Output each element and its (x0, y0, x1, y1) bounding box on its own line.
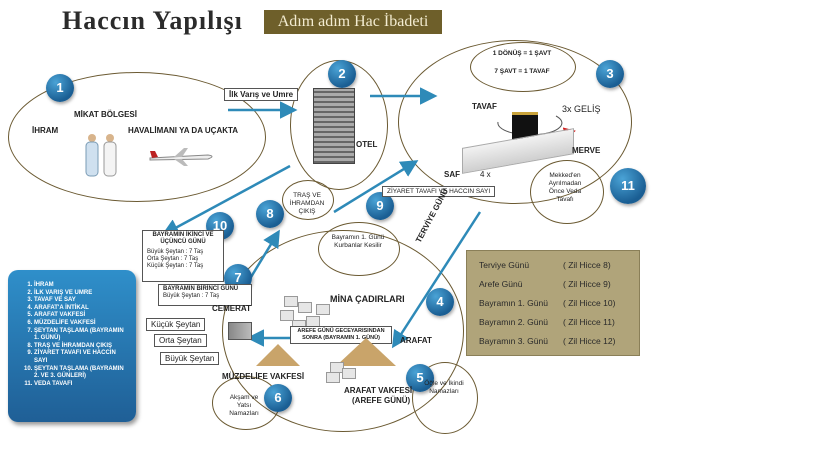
saf-label: SAF (444, 170, 460, 179)
arrow-tiras-mekke (333, 160, 419, 214)
page-title: Haccın Yapılışı (62, 6, 243, 35)
kurban-text: Bayramın 1. Günü Kurbanlar Kesilir (331, 234, 385, 249)
tiras-text: TRAŞ VE İHRAMDAN ÇIKIŞ (289, 192, 325, 215)
ogle-text: Öğle ve İkindi Namazları (424, 380, 464, 395)
step-3-circle: 3 (596, 60, 624, 88)
birinci-line: Büyük Şeytan : 7 Taş (163, 293, 220, 299)
ikinci-ucuncu-box: BAYRAMIN İKİNCİ VE ÜÇÜNCÜ GÜNÜ Büyük Şey… (142, 230, 224, 282)
date-value: ( Zil Hicce 8) (563, 260, 611, 270)
legend-list: İHRAM İLK VARIŞ VE UMRE TAVAF VE SAY ARA… (8, 270, 136, 388)
date-row: Terviye Günü ( Zil Hicce 8) (479, 260, 611, 270)
muzdelife-mountain (256, 344, 300, 366)
muzdelife-label: MÜZDELİFE VAKFESİ (222, 372, 305, 381)
date-value: ( Zil Hicce 12) (563, 336, 616, 346)
date-value: ( Zil Hicce 9) (563, 279, 611, 289)
tent (280, 310, 294, 321)
pilgrims-image (82, 132, 122, 178)
date-row: Arefe Günü ( Zil Hicce 9) (479, 279, 611, 289)
havalimani-label: HAVALİMANI YA DA UÇAKTA (128, 126, 239, 135)
arafat-mountain (336, 338, 396, 366)
date-day: Terviye Günü (479, 260, 530, 270)
date-value: ( Zil Hicce 10) (563, 298, 616, 308)
legend-item: ZİYARET TAVAFI VE HACCIN SAYI (34, 350, 130, 365)
kucuk-seytan-box: Küçük Şeytan (146, 318, 206, 331)
dortx-label: 4 x (480, 170, 491, 179)
legend-item: VEDA TAVAFI (34, 381, 130, 389)
date-day: Bayramın 3. Günü (479, 336, 548, 346)
otel-label: OTEL (356, 140, 378, 149)
legend-item: MÜZDELİFE VAKFESİ (34, 320, 130, 328)
date-row: Bayramın 2. Günü ( Zil Hicce 11) (479, 317, 615, 327)
hotel-building (313, 88, 355, 164)
arefe-gunu-label: (AREFE GÜNÜ) (352, 396, 411, 405)
legend-item: İLK VARIŞ VE UMRE (34, 290, 130, 298)
page-subtitle: Adım adım Hac İbadeti (264, 10, 442, 34)
kurban-oval (318, 222, 400, 276)
arrow-mekke-arafat (391, 211, 482, 349)
step-1-circle: 1 (46, 74, 74, 102)
step-6-circle: 6 (264, 384, 292, 412)
step-4-circle: 4 (426, 288, 454, 316)
date-value: ( Zil Hicce 11) (563, 317, 615, 327)
arafat-vakfesi-label: ARAFAT VAKFESİ (344, 386, 413, 395)
arrow-mina-tiras (246, 229, 280, 283)
aksam-text: Akşam ve Yatsı Namazları (229, 394, 259, 417)
tent (316, 304, 330, 315)
savt-oval (470, 42, 576, 92)
savt-text: 7 ŞAVT = 1 TAVAF (494, 68, 550, 75)
step-2-circle: 2 (328, 60, 356, 88)
mekke-region (398, 40, 632, 204)
tent (298, 302, 312, 313)
birinci-title: BAYRAMIN BİRİNCİ GÜNÜ (163, 286, 239, 292)
legend-item: TRAŞ VE İHRAMDAN ÇIKIŞ (34, 343, 130, 351)
birinci-box: BAYRAMIN BİRİNCİ GÜNÜ Büyük Şeytan : 7 T… (158, 284, 252, 306)
tent (284, 296, 298, 307)
arrow-ziyaret-ikinci (161, 164, 291, 236)
airplane-image (148, 146, 218, 168)
date-row: Bayramın 1. Günü ( Zil Hicce 10) (479, 298, 615, 308)
veda-oval (530, 160, 604, 224)
date-row: Bayramın 3. Günü ( Zil Hicce 12) (479, 336, 615, 346)
mina-label: MİNA ÇADIRLARI (330, 294, 405, 304)
tent (342, 368, 356, 379)
ogle-oval (412, 362, 478, 434)
step-11-circle: 11 (610, 168, 646, 204)
cemerat-label: CEMERAT (212, 304, 251, 313)
tavaf-label: TAVAF (472, 102, 497, 111)
dates-box: Terviye Günü ( Zil Hicce 8) Arefe Günü ( Z… (466, 250, 640, 356)
ikinci-ucuncu-line-3: Küçük Şeytan : 7 Taş (147, 263, 204, 269)
merve-label: MERVE (572, 146, 601, 155)
mikat-label: MİKAT BÖLGESİ (74, 110, 137, 119)
gelis-label: 3x GELİŞ (562, 104, 601, 114)
buyuk-seytan-box: Büyük Şeytan (160, 352, 220, 365)
orta-seytan-box: Orta Şeytan (154, 334, 207, 347)
ikinci-ucuncu-title: BAYRAMIN İKİNCİ VE ÜÇÜNCÜ GÜNÜ (152, 232, 214, 245)
legend-item: ŞEYTAN TAŞLAMA (BAYRAMIN 2. VE 3. GÜNLER… (34, 366, 130, 381)
step-8-circle: 8 (256, 200, 284, 228)
tent (326, 372, 340, 383)
legend-item: İHRAM (34, 282, 130, 290)
ikinci-ucuncu-line-1: Büyük Şeytan : 7 Taş (147, 249, 204, 255)
donus-text: 1 DÖNÜŞ = 1 ŞAVT (492, 50, 552, 57)
steps-legend: İHRAM İLK VARIŞ VE UMRE TAVAF VE SAY ARA… (8, 270, 136, 422)
legend-item: ARAFAT'A İNTİKAL (34, 305, 130, 313)
legend-item: TAVAF VE SAY (34, 297, 130, 305)
step-5-circle: 5 (406, 364, 434, 392)
cemerat-pillars (228, 322, 252, 340)
veda-text: Mekked'en Ayrılmadan Önce Veda Tavafı (548, 172, 582, 203)
legend-item: ŞEYTAN TAŞLAMA (BAYRAMIN 1. GÜNÜ) (34, 328, 130, 343)
ziyaret-box: ZİYARET TAVAFI VE HACCIN SAYI (382, 186, 496, 197)
date-day: Bayramın 1. Günü (479, 298, 548, 308)
ikinci-ucuncu-line-2: Orta Şeytan : 7 Taş (147, 256, 199, 262)
date-day: Arefe Günü (479, 279, 523, 289)
arafat-label: ARAFAT (400, 336, 432, 345)
ihram-region (8, 72, 266, 202)
date-day: Bayramın 2. Günü (479, 317, 548, 327)
ilk-varis-box: İlk Varış ve Umre (224, 88, 299, 101)
ihram-label: İHRAM (32, 126, 59, 135)
tiras-oval (282, 180, 334, 220)
legend-item: ARAFAT VAKFESİ (34, 312, 130, 320)
